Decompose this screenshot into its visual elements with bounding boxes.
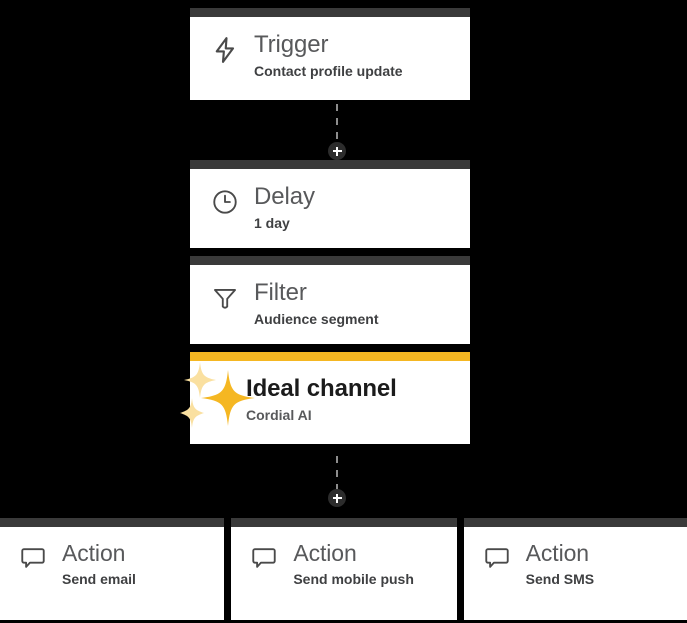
node-title: Action: [525, 540, 589, 566]
action-divider: [224, 518, 232, 620]
connector-line-bottom: [336, 456, 338, 490]
node-title: Action: [293, 540, 357, 566]
stack-divider: [190, 344, 470, 352]
node-subtitle: Send email: [62, 571, 136, 587]
add-step-button-top[interactable]: [328, 142, 346, 160]
node-trigger[interactable]: Trigger Contact profile update: [190, 8, 470, 100]
node-subtitle: Send mobile push: [293, 571, 414, 587]
node-top-bar: [0, 518, 225, 527]
node-title: Ideal channel: [246, 375, 397, 402]
funnel-filter-icon: [208, 281, 242, 315]
node-top-bar: [190, 160, 470, 169]
node-title: Action: [62, 540, 126, 566]
action-node-row: Action Send email Action Send mobile pus…: [0, 518, 687, 620]
node-top-bar-accent: [190, 352, 470, 361]
node-action-send-email[interactable]: Action Send email: [0, 518, 225, 620]
node-top-bar: [231, 518, 457, 527]
add-step-button-bottom[interactable]: [328, 489, 346, 507]
node-ideal-channel[interactable]: Ideal channel Cordial AI: [190, 352, 470, 444]
node-top-bar: [190, 8, 470, 17]
message-bubble-icon: [16, 541, 50, 575]
node-title: Filter: [254, 279, 307, 306]
node-filter[interactable]: Filter Audience segment: [190, 256, 470, 344]
node-action-send-sms[interactable]: Action Send SMS: [463, 518, 687, 620]
node-subtitle: Audience segment: [254, 311, 379, 327]
node-top-bar: [190, 256, 470, 265]
connector-line-top: [336, 104, 338, 140]
message-bubble-icon: [480, 541, 514, 575]
stack-divider: [190, 248, 470, 256]
node-subtitle: 1 day: [254, 215, 290, 231]
node-title: Trigger: [254, 31, 329, 58]
node-delay[interactable]: Delay 1 day: [190, 160, 470, 248]
node-top-bar: [463, 518, 687, 527]
node-group-middle: Delay 1 day Filter Au: [190, 160, 470, 444]
node-subtitle: Send SMS: [525, 571, 595, 587]
clock-icon: [208, 185, 242, 219]
lightning-bolt-icon: [208, 33, 242, 67]
action-divider: [456, 518, 464, 620]
node-subtitle: Contact profile update: [254, 63, 403, 79]
message-bubble-icon: [247, 541, 281, 575]
node-action-send-mobile-push[interactable]: Action Send mobile push: [231, 518, 457, 620]
node-title: Delay: [254, 183, 315, 210]
node-subtitle: Cordial AI: [246, 407, 312, 423]
